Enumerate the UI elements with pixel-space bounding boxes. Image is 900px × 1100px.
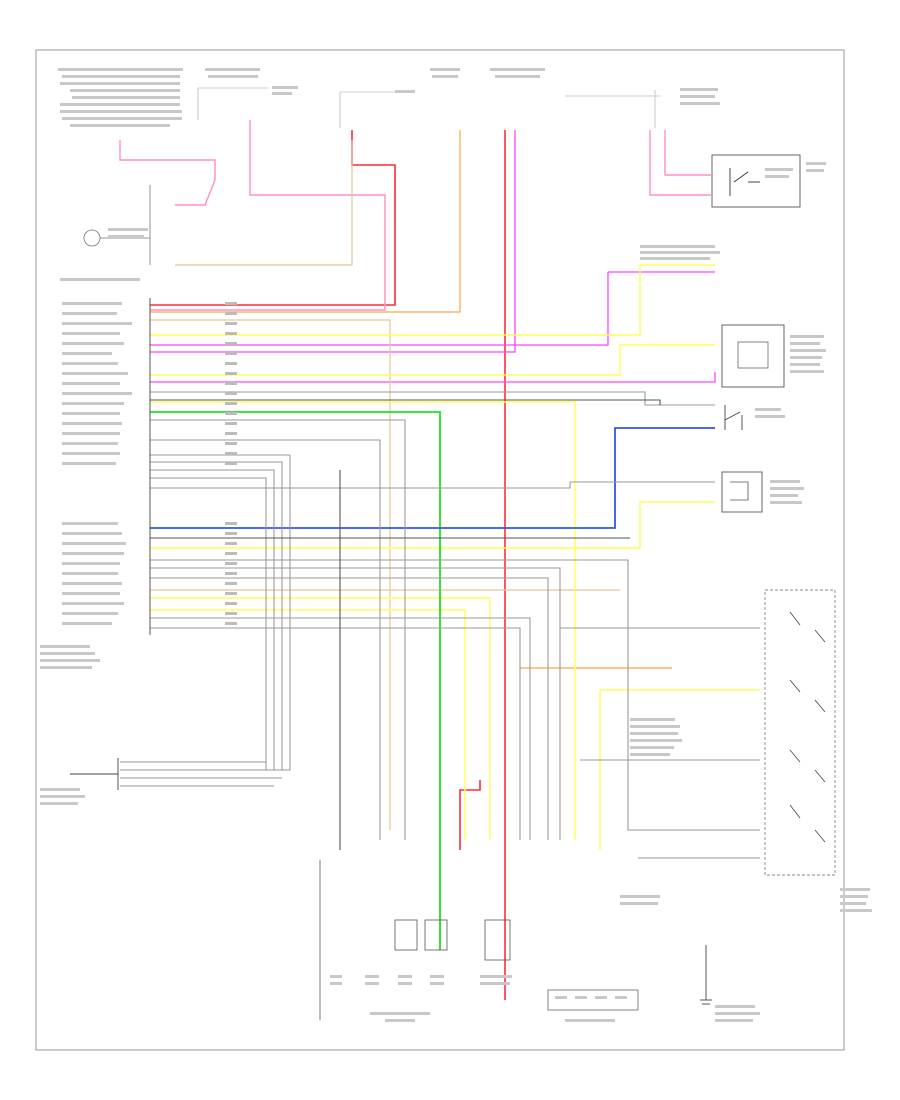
range-switch-box	[764, 589, 836, 876]
wire-pink	[119, 120, 712, 311]
trans-solenoid-labels	[330, 975, 512, 1022]
trans-solenoid-block	[319, 860, 511, 1020]
relay-box	[711, 154, 801, 208]
pcm-connector-labels	[40, 302, 132, 805]
wire-magenta	[150, 130, 716, 383]
range-connector-pins	[555, 996, 627, 1022]
wire-tan	[150, 140, 620, 830]
wire-orange	[150, 130, 672, 669]
wire-gray	[120, 391, 760, 859]
wire-dark	[150, 399, 661, 850]
diagram-frame	[35, 49, 845, 1051]
wire-red	[150, 130, 506, 1000]
ground-icon	[70, 758, 119, 790]
wire-blue	[150, 427, 715, 529]
vss-sensor-box	[721, 471, 763, 513]
label-blocks	[58, 68, 720, 281]
pcm-pin-marks	[225, 302, 237, 625]
sensor-icon	[83, 185, 151, 265]
range-switch-connector	[547, 989, 639, 1011]
wire-green	[150, 411, 441, 950]
brake-switch-icon	[724, 405, 743, 430]
range-switch-contacts	[789, 611, 826, 843]
relay-switch-icon	[729, 168, 760, 196]
iac-motor-box	[721, 324, 785, 388]
top-fuse-blocks	[197, 87, 660, 128]
wire-yellow	[150, 264, 760, 850]
ground-icon	[700, 945, 712, 1005]
